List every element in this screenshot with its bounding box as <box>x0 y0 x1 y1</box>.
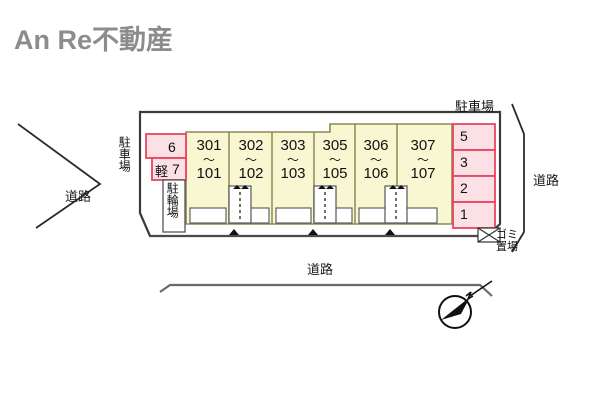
unit-lower-number: 102 <box>238 165 264 183</box>
road-label-left: 道路 <box>65 190 92 205</box>
parking-stall-5-number[interactable]: 5 <box>460 128 468 144</box>
bicycle-parking-box <box>162 179 186 233</box>
parking-stall-7-number[interactable]: 7 <box>172 161 180 177</box>
parking-stall-6-number[interactable]: 6 <box>168 139 176 155</box>
parking-lot-header-label: 駐車場 <box>455 100 495 115</box>
road-label-right: 道路 <box>533 174 560 189</box>
parking-stall-1-number[interactable]: 1 <box>460 206 468 222</box>
north-arrow-icon <box>438 280 493 329</box>
parking-kei-prefix: 軽 <box>155 164 169 179</box>
entrance-markers <box>229 229 395 235</box>
unit-lower-number: 107 <box>410 165 436 183</box>
unit-lower-number: 106 <box>363 165 389 183</box>
unit-upper-number: 305 <box>322 137 348 154</box>
parking-lot-left-label: 駐車場 <box>117 136 132 172</box>
unit-306-106[interactable]: 306 〜 106 <box>357 138 395 182</box>
garbage-label-line1: ゴミ <box>496 229 518 241</box>
unit-301-101[interactable]: 301 〜 101 <box>190 138 228 182</box>
parking-right-group[interactable] <box>452 123 496 229</box>
garbage-area-label: ゴミ 置場 <box>496 229 518 253</box>
parking-stall-6 <box>145 133 187 159</box>
company-title: An Re不動産 <box>14 25 174 55</box>
unit-range-tilde: 〜 <box>286 152 299 167</box>
unit-303-103[interactable]: 303 〜 103 <box>274 138 312 182</box>
unit-range-tilde: 〜 <box>416 152 429 167</box>
unit-upper-number: 302 <box>238 137 264 154</box>
unit-range-tilde: 〜 <box>202 152 215 167</box>
bicycle-parking-label: 駐輪場 <box>165 182 180 218</box>
garbage-label-line2: 置場 <box>496 240 518 253</box>
unit-302-102[interactable]: 302 〜 102 <box>232 138 270 182</box>
unit-range-tilde: 〜 <box>328 152 341 167</box>
road-boundary-left <box>17 123 102 229</box>
parking-stall-3-number[interactable]: 3 <box>460 154 468 170</box>
unit-upper-number: 307 <box>410 137 436 154</box>
unit-range-tilde: 〜 <box>369 152 382 167</box>
parking-left-group[interactable] <box>145 133 187 181</box>
unit-range-tilde: 〜 <box>244 152 257 167</box>
parking-stall-3 <box>452 149 496 177</box>
garbage-point-icon <box>477 227 501 243</box>
unit-upper-number: 306 <box>363 137 389 154</box>
road-boundary-right <box>511 103 525 253</box>
parking-stall-1 <box>452 201 496 229</box>
parking-stall-2-number[interactable]: 2 <box>460 180 468 196</box>
road-boundary-bottom <box>150 235 493 297</box>
parking-stall-2 <box>452 175 496 203</box>
unit-lower-number: 105 <box>322 165 348 183</box>
stairwells <box>228 185 408 224</box>
road-label-bottom: 道路 <box>307 263 334 278</box>
unit-upper-number: 301 <box>196 137 222 154</box>
unit-upper-number: 303 <box>280 137 306 154</box>
unit-307-107[interactable]: 307 〜 107 <box>402 138 444 182</box>
unit-lower-number: 101 <box>196 165 222 183</box>
unit-305-105[interactable]: 305 〜 105 <box>316 138 354 182</box>
unit-lower-number: 103 <box>280 165 306 183</box>
